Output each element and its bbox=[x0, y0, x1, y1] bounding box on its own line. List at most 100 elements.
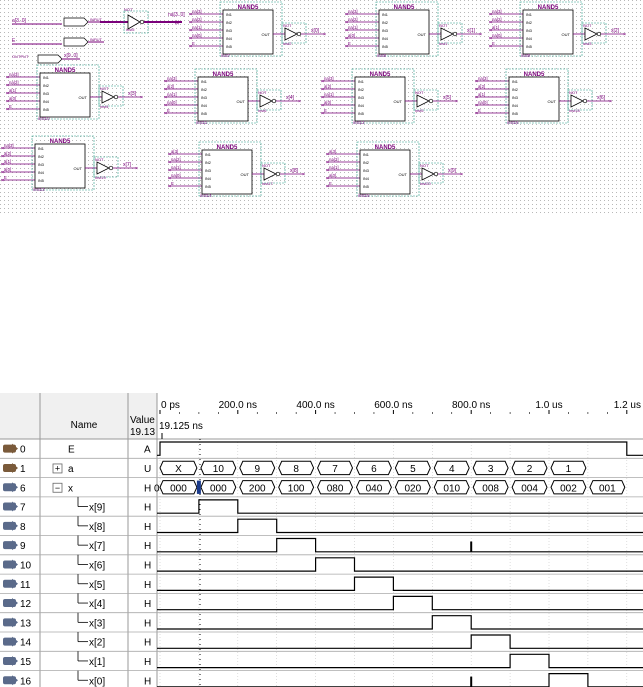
nand-cell-inst7[interactable]: na[3]✕na[2]✕na[1]✕na[0]✕E✕NAND5IN1IN2IN3… bbox=[189, 1, 326, 58]
nand-pin-label: IN1 bbox=[512, 80, 518, 84]
inverter-shape bbox=[284, 27, 298, 41]
nand-input-label: a[3] bbox=[171, 149, 178, 154]
inverter-label: NOT bbox=[569, 90, 578, 95]
nand-cell-inst16[interactable]: na[3]✕a[2]✕a[1]✕na[0]✕E✕NAND5IN1IN2IN3IN… bbox=[475, 68, 612, 125]
nand-input-label: a[0] bbox=[348, 33, 355, 38]
nand-input-label: na[1] bbox=[324, 92, 334, 97]
signal-index: 10 bbox=[20, 560, 32, 571]
signal-index: 16 bbox=[20, 676, 32, 687]
output-net-label: x[9] bbox=[448, 168, 457, 174]
inverter-bubble bbox=[271, 98, 277, 104]
bus-segment bbox=[200, 480, 237, 495]
nand-input-cross: ✕ bbox=[1, 178, 4, 183]
waveform-x[6] bbox=[157, 557, 643, 572]
signal-value: H bbox=[144, 657, 151, 668]
inverter-bubble bbox=[113, 94, 119, 100]
nand-input-label: E bbox=[167, 108, 170, 113]
output-cross: ✕ bbox=[135, 166, 138, 171]
nand-inst-label: inst10 bbox=[38, 116, 50, 121]
nand-pin-label: IN4 bbox=[43, 100, 49, 104]
time-tick-label: 600.0 ns bbox=[374, 400, 412, 411]
output-cross: ✕ bbox=[623, 32, 626, 37]
inverter-frame bbox=[256, 89, 282, 111]
nand-cell-inst13[interactable]: na[3]✕a[2]✕a[1]✕a[0]✕E✕NAND5IN1IN2IN3IN4… bbox=[1, 135, 138, 192]
nand-cell-inst9[interactable]: na[3]✕na[2]✕a[1]✕na[0]✕E✕NAND5IN1IN2IN3I… bbox=[489, 1, 626, 58]
bus-value: X bbox=[175, 464, 182, 475]
inverter-shape bbox=[259, 94, 273, 108]
nand-cell-inst8[interactable]: na[3]✕na[2]✕na[1]✕a[0]✕E✕NAND5IN1IN2IN3I… bbox=[345, 1, 482, 58]
output-pin[interactable] bbox=[37, 54, 63, 64]
nand-input-cross: ✕ bbox=[164, 111, 167, 116]
signal-value: H bbox=[144, 560, 151, 571]
nand-input-cross: ✕ bbox=[1, 170, 4, 175]
nand-pin-label: IN4 bbox=[512, 104, 518, 108]
nand-input-cross: ✕ bbox=[475, 79, 478, 84]
signal-index: 12 bbox=[20, 599, 32, 610]
nand-input-cross: ✕ bbox=[164, 79, 167, 84]
bus-value: 5 bbox=[410, 464, 416, 475]
nand-input-cross: ✕ bbox=[345, 28, 348, 33]
nand-input-label: na[3] bbox=[324, 76, 334, 81]
bus-segment bbox=[511, 460, 548, 476]
input-pin[interactable]: INPUT bbox=[63, 37, 103, 47]
signal-io-arrow bbox=[12, 520, 18, 531]
nand-cell-inst15[interactable]: a[3]✕na[2]✕na[1]✕a[0]✕E✕NAND5IN1IN2IN3IN… bbox=[326, 141, 463, 198]
nand-pin-label: IN2 bbox=[201, 88, 207, 92]
bus-segment bbox=[159, 460, 198, 476]
inverter-shape bbox=[263, 167, 277, 181]
nand-pin-label: IN3 bbox=[363, 169, 369, 173]
nand-input-cross: ✕ bbox=[489, 28, 492, 33]
input-label: a[3..0] bbox=[12, 18, 27, 24]
nand-cell-inst14[interactable]: a[3]✕na[2]✕na[1]✕na[0]✕E✕NAND5IN1IN2IN3I… bbox=[168, 141, 305, 198]
inverter-inst-label: inst5 bbox=[415, 108, 424, 113]
nand-input-cross: ✕ bbox=[475, 103, 478, 108]
inverter-frame bbox=[281, 22, 307, 44]
nand-pin-label: IN5 bbox=[382, 45, 388, 49]
output-cross: ✕ bbox=[479, 32, 482, 37]
nand-input-cross: ✕ bbox=[489, 44, 492, 49]
inverter-bubble bbox=[428, 98, 434, 104]
signal-index: 1 bbox=[20, 464, 26, 475]
input-pin[interactable]: INPUT bbox=[63, 17, 103, 27]
nand-pin-label: IN4 bbox=[382, 37, 388, 41]
inverter-inst-label: inst18 bbox=[569, 108, 580, 113]
nand-input-label: na[2] bbox=[492, 17, 502, 22]
signal-io-arrow bbox=[12, 540, 18, 551]
inverter-frame bbox=[98, 85, 124, 107]
nand-input-cross: ✕ bbox=[168, 176, 171, 181]
bus-segment bbox=[550, 460, 587, 476]
output-cross: ✕ bbox=[460, 172, 463, 177]
nand-cell-inst10[interactable]: na[3]✕na[2]✕a[1]✕a[0]✕E✕NAND5IN1IN2IN3IN… bbox=[6, 64, 143, 121]
nand-title: NAND5 bbox=[394, 5, 415, 11]
expand-toggle[interactable] bbox=[52, 482, 63, 493]
signal-io-arrow bbox=[12, 578, 18, 589]
nand-cell-inst12[interactable]: na[3]✕a[2]✕na[1]✕a[0]✕E✕NAND5IN1IN2IN3IN… bbox=[321, 68, 458, 125]
signal-io-arrow bbox=[12, 636, 18, 647]
column-name-header: Name bbox=[71, 420, 98, 431]
signal-io-arrow bbox=[12, 617, 18, 628]
signal-index: 8 bbox=[20, 522, 26, 533]
nand-input-label: na[0] bbox=[492, 33, 502, 38]
expand-toggle[interactable] bbox=[52, 463, 63, 474]
nand-input-label: a[3] bbox=[329, 149, 336, 154]
output-label: x[9..0] bbox=[64, 53, 78, 59]
nand-cell-inst11[interactable]: na[3]✕a[2]✕na[1]✕na[0]✕E✕NAND5IN1IN2IN3I… bbox=[164, 68, 301, 125]
bus-segment bbox=[317, 460, 354, 476]
signal-name: x[2] bbox=[89, 638, 105, 649]
nand-pin-label: IN3 bbox=[526, 29, 532, 33]
